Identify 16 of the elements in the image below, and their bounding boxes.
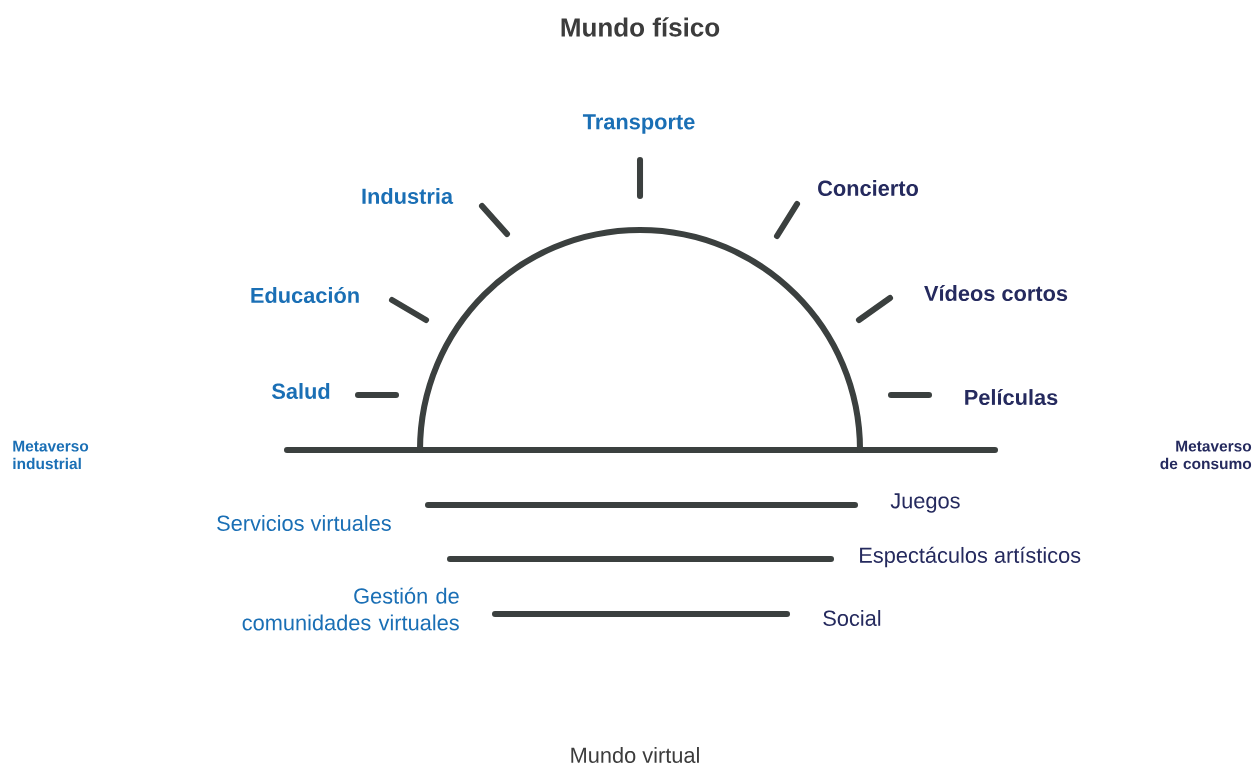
sector-label: Espectáculos artísticos [860,546,1081,568]
sector-label: Social [823,610,881,626]
footer-label: Mundo virtual [571,747,699,763]
sector-label: Transporte [582,114,695,134]
sector-label: Vídeos cortos [924,284,1068,302]
sector-label: Salud [271,383,330,399]
sector-label: Gestión de comunidades virtuales [242,587,459,631]
sector-label: Juegos [890,493,960,513]
sector-label: Películas [965,388,1058,406]
sector-label: Industria [362,188,454,204]
sector-label: Servicios virtuales [217,515,391,531]
side-label: Metaverso de consumo [1160,440,1252,470]
side-label: Metaverso industrial [13,440,89,470]
sector-label: Educación [251,286,359,304]
title: Mundo físico [561,17,720,37]
sector-label: Concierto [818,180,918,196]
